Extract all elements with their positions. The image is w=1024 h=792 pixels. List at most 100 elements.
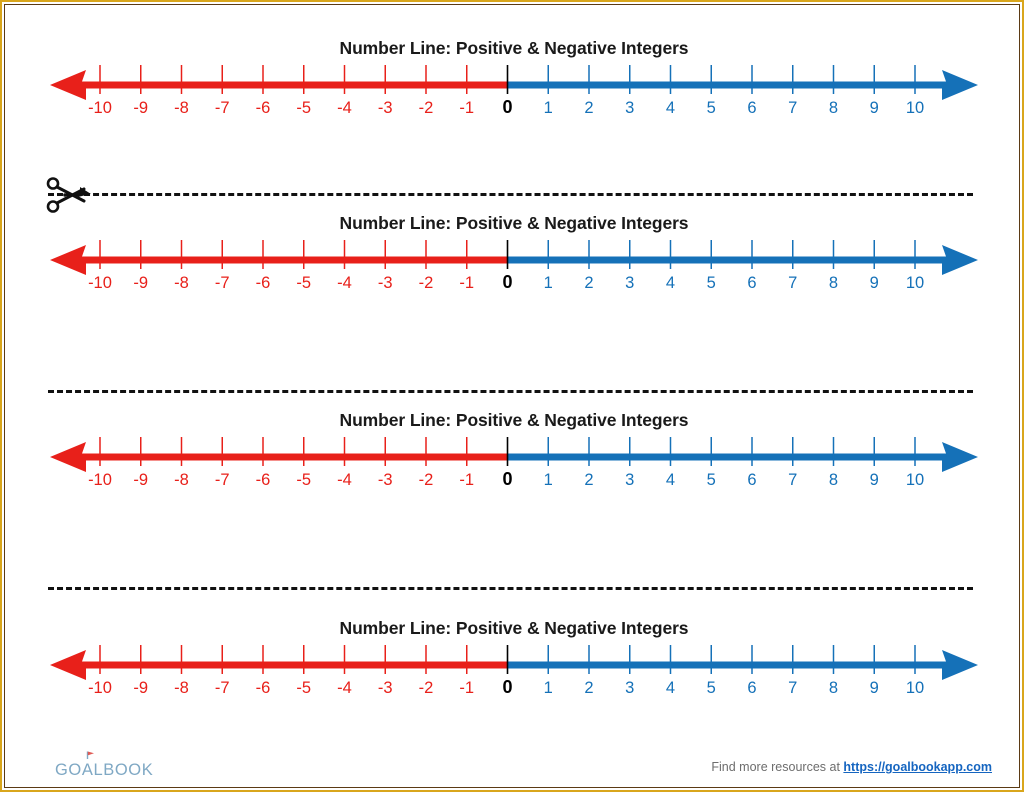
tick-label: -10 (88, 99, 112, 117)
tick-label: 6 (747, 679, 756, 697)
tick-label: -6 (256, 99, 271, 117)
tick-label: 6 (747, 274, 756, 292)
tick-label: -9 (133, 679, 148, 697)
tick-label: 3 (625, 471, 634, 489)
tick-label: -2 (419, 274, 434, 292)
cut-line-row (2, 174, 1022, 214)
negative-axis-bar (62, 661, 508, 669)
goalbook-logo-text: GOALBOOK (55, 761, 153, 779)
tick-label: 8 (829, 471, 838, 489)
arrow-right-icon (942, 650, 978, 680)
tick-label: 1 (544, 471, 553, 489)
number-line-title: Number Line: Positive & Negative Integer… (339, 213, 689, 233)
negative-axis-bar (62, 453, 508, 461)
tick-label: -1 (459, 471, 474, 489)
cut-line-row (2, 371, 1022, 411)
tick-label: -5 (296, 99, 311, 117)
tick-label: -8 (174, 471, 189, 489)
tick-label: 3 (625, 274, 634, 292)
tick-label: -9 (133, 274, 148, 292)
tick-label: 3 (625, 679, 634, 697)
tick-label: -7 (215, 99, 230, 117)
positive-axis-bar (507, 256, 966, 264)
goalbook-link[interactable]: https://goalbookapp.com (843, 760, 992, 774)
tick-label: 9 (870, 679, 879, 697)
tick-label: 4 (666, 99, 675, 117)
tick-label: 6 (747, 471, 756, 489)
tick-label: 5 (707, 679, 716, 697)
cut-dashed-line (48, 390, 973, 393)
arrow-left-icon (50, 442, 86, 472)
tick-label: -6 (256, 471, 271, 489)
tick-label: -7 (215, 274, 230, 292)
arrow-left-icon (50, 245, 86, 275)
tick-label: 6 (747, 99, 756, 117)
arrow-right-icon (942, 245, 978, 275)
tick-label: -10 (88, 679, 112, 697)
tick-label: -8 (174, 679, 189, 697)
tick-label: -3 (378, 679, 393, 697)
tick-label: -7 (215, 679, 230, 697)
number-line-block: Number Line: Positive & Negative Integer… (2, 213, 1022, 306)
tick-label: 4 (666, 274, 675, 292)
tick-label: 3 (625, 99, 634, 117)
tick-label: -6 (256, 274, 271, 292)
tick-label: 2 (584, 274, 593, 292)
tick-label: 9 (870, 274, 879, 292)
tick-label: 0 (502, 677, 512, 697)
arrow-right-icon (942, 70, 978, 100)
tick-label: 10 (906, 99, 924, 117)
cut-dashed-line (48, 587, 973, 590)
goalbook-logo: GOALBOOK (54, 750, 174, 782)
tick-label: -7 (215, 471, 230, 489)
tick-label: 9 (870, 471, 879, 489)
tick-label: 1 (544, 679, 553, 697)
cut-dashed-line (48, 193, 973, 196)
number-line-title: Number Line: Positive & Negative Integer… (339, 38, 689, 58)
tick-label: 1 (544, 274, 553, 292)
tick-label: 9 (870, 99, 879, 117)
tick-label: -4 (337, 274, 352, 292)
tick-label: -2 (419, 99, 434, 117)
tick-label: 10 (906, 274, 924, 292)
tick-label: 10 (906, 471, 924, 489)
tick-label: -9 (133, 99, 148, 117)
tick-label: -4 (337, 679, 352, 697)
tick-label: 2 (584, 679, 593, 697)
tick-label: -3 (378, 274, 393, 292)
tick-label: 5 (707, 274, 716, 292)
number-line-block: Number Line: Positive & Negative Integer… (2, 618, 1022, 711)
arrow-left-icon (50, 70, 86, 100)
tick-label: -4 (337, 471, 352, 489)
number-line-block: Number Line: Positive & Negative Integer… (2, 38, 1022, 131)
tick-label: -4 (337, 99, 352, 117)
tick-label: -5 (296, 679, 311, 697)
tick-label: -6 (256, 679, 271, 697)
tick-label: 0 (502, 272, 512, 292)
tick-label: -10 (88, 471, 112, 489)
number-line-block: Number Line: Positive & Negative Integer… (2, 410, 1022, 503)
tick-label: -1 (459, 274, 474, 292)
tick-label: 7 (788, 99, 797, 117)
footer-note-prefix: Find more resources at (711, 760, 844, 774)
tick-label: 4 (666, 679, 675, 697)
tick-label: 0 (502, 97, 512, 117)
tick-label: -3 (378, 471, 393, 489)
positive-axis-bar (507, 453, 966, 461)
tick-label: 7 (788, 679, 797, 697)
tick-label: -8 (174, 99, 189, 117)
number-line-title: Number Line: Positive & Negative Integer… (339, 410, 689, 430)
tick-label: -2 (419, 471, 434, 489)
tick-label: 7 (788, 471, 797, 489)
tick-label: -5 (296, 471, 311, 489)
negative-axis-bar (62, 256, 508, 264)
tick-label: 5 (707, 99, 716, 117)
